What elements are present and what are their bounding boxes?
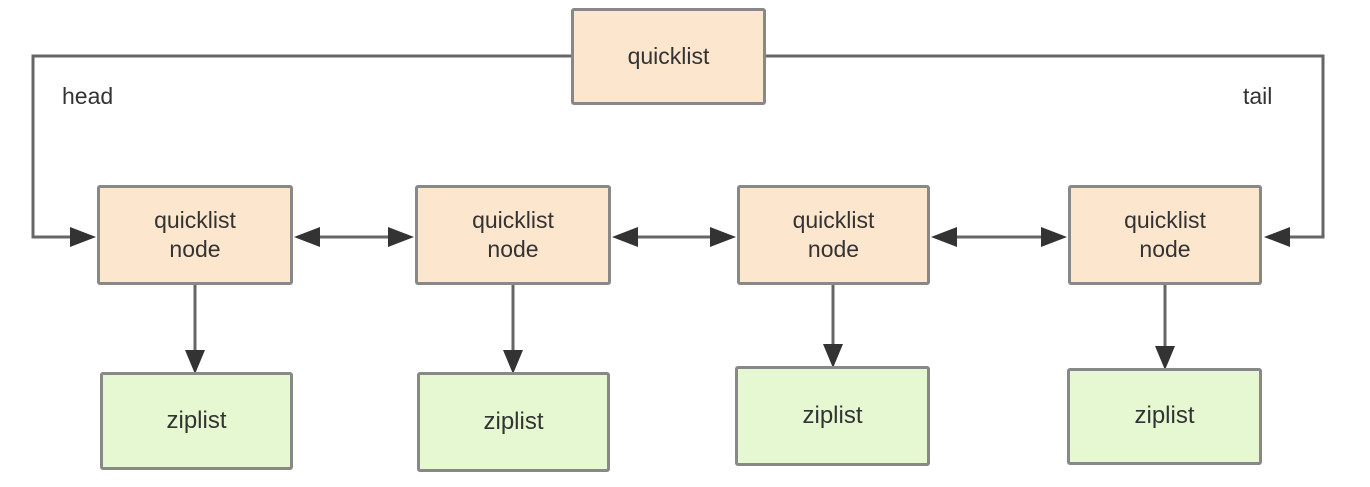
- quicklist-node-4-box: quicklist node: [1068, 185, 1262, 285]
- link-node1-node2-arrowhead-left-icon: [294, 227, 320, 247]
- tail-pointer-label: tail: [1243, 83, 1273, 109]
- ziplist-1-label: ziplist: [166, 406, 227, 434]
- quicklist-node-1-box: quicklist node: [97, 185, 293, 285]
- quicklist-node-2-label: quicklist node: [472, 206, 554, 262]
- link-node3-node4-arrowhead-right-icon: [1041, 227, 1067, 247]
- head-pointer-arrowhead-right-icon: [70, 227, 96, 247]
- tail-pointer-line: [766, 54, 1325, 239]
- link-node2-node3-arrowhead-right-icon: [710, 227, 736, 247]
- quicklist-node-4-label: quicklist node: [1124, 206, 1206, 262]
- head-pointer-line: [31, 54, 571, 239]
- link-node3-node4-arrowhead-left-icon: [931, 227, 957, 247]
- ziplist-2-box: ziplist: [417, 372, 610, 472]
- ziplist-4-label: ziplist: [1134, 402, 1195, 430]
- quicklist-root-box: quicklist: [571, 8, 766, 105]
- node2-ziplist2-arrowhead-down-icon: [503, 350, 523, 374]
- ziplist-4-box: ziplist: [1067, 368, 1262, 465]
- quicklist-node-1-label: quicklist node: [154, 206, 236, 262]
- head-pointer-label: head: [62, 83, 114, 109]
- quicklist-node-3-label: quicklist node: [792, 206, 875, 262]
- ziplist-2-label: ziplist: [483, 407, 544, 435]
- node3-ziplist3-arrowhead-down-icon: [823, 344, 843, 368]
- node4-ziplist4-arrowhead-down-icon: [1155, 346, 1175, 370]
- link-node1-node2-arrowhead-right-icon: [388, 227, 414, 247]
- quicklist-node-3-box: quicklist node: [737, 185, 930, 285]
- ziplist-1-box: ziplist: [100, 372, 293, 470]
- node1-ziplist1-arrowhead-down-icon: [185, 350, 205, 374]
- quicklist-node-2-box: quicklist node: [415, 185, 611, 285]
- ziplist-3-label: ziplist: [802, 401, 863, 429]
- quicklist-root-label: quicklist: [627, 42, 710, 69]
- tail-pointer-arrowhead-left-icon: [1264, 227, 1290, 247]
- link-node2-node3-arrowhead-left-icon: [612, 227, 638, 247]
- ziplist-3-box: ziplist: [735, 366, 930, 466]
